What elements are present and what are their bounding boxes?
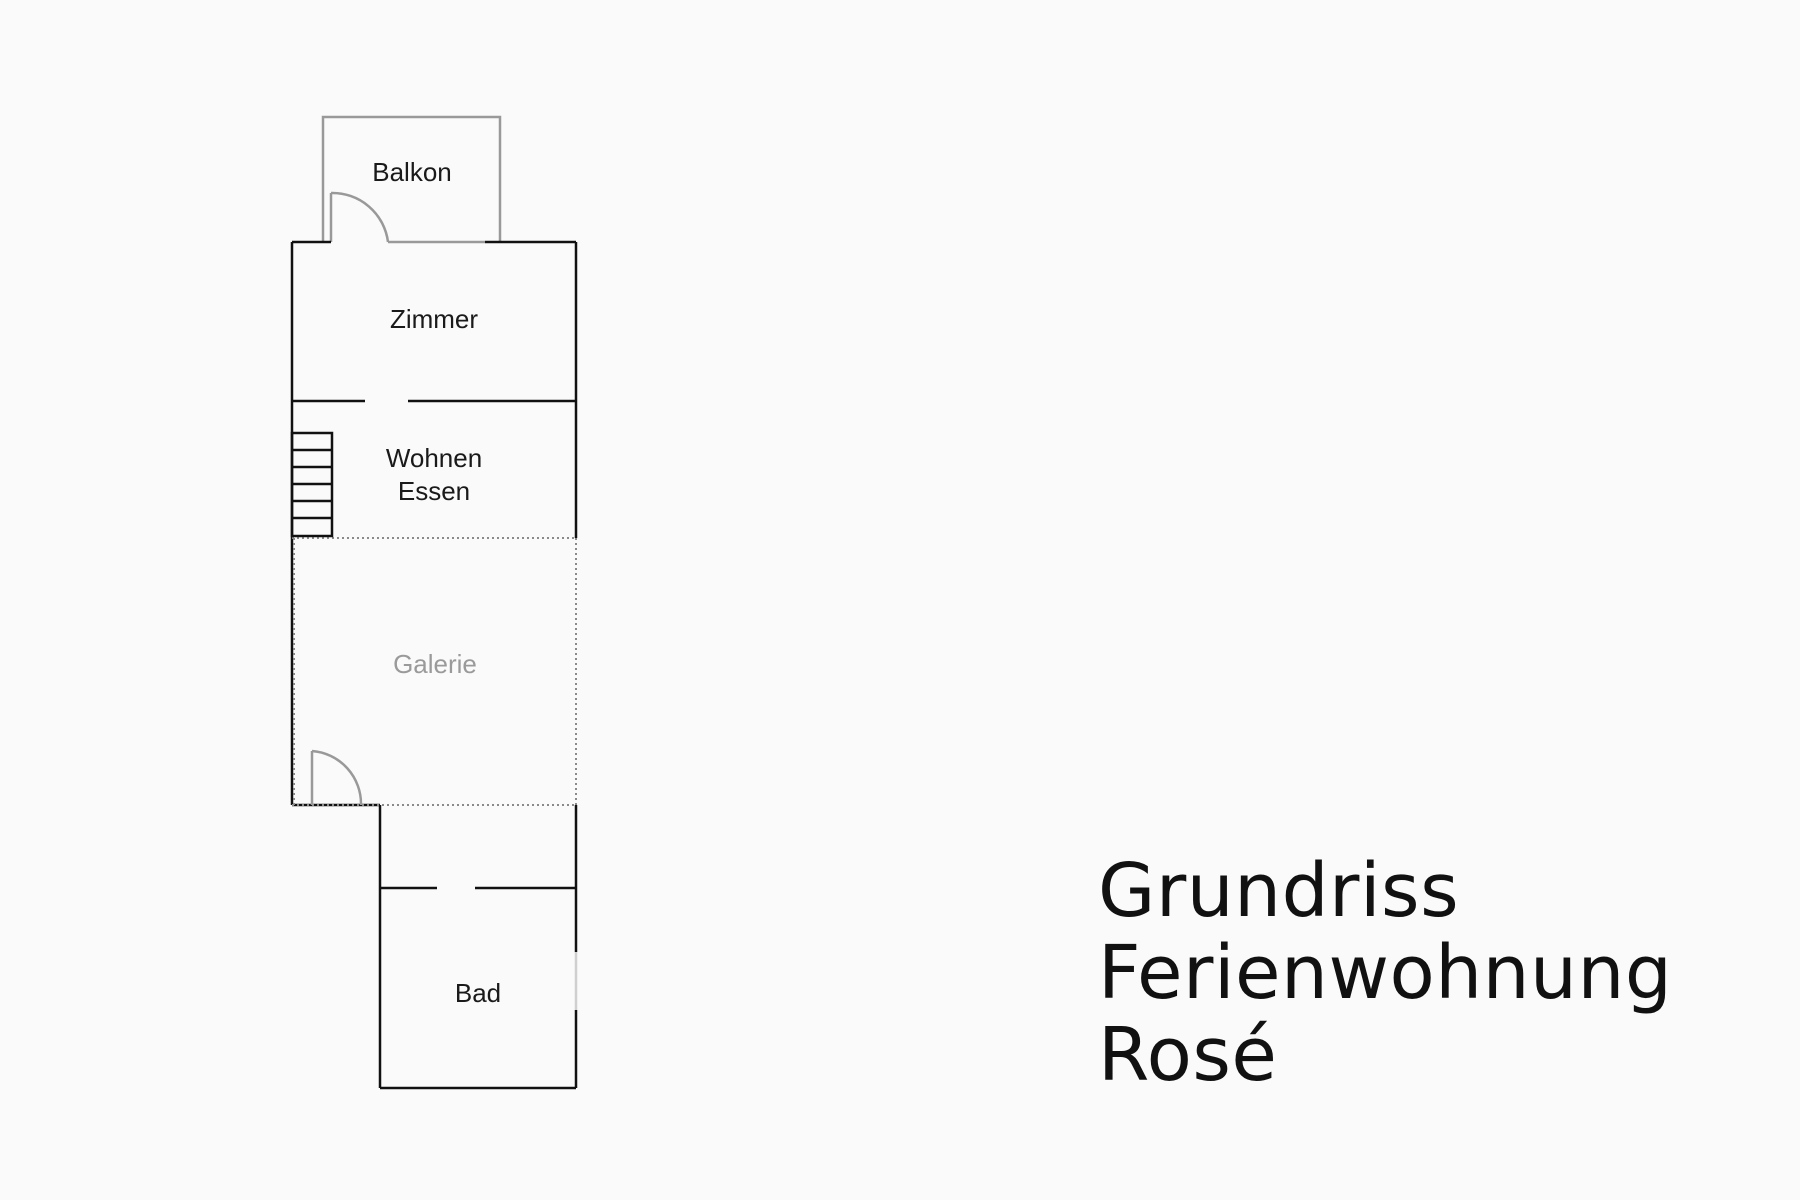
page-title: Grundriss Ferienwohnung Rosé xyxy=(1098,850,1778,1096)
title-line-2: Ferienwohnung xyxy=(1098,930,1673,1016)
room-label-wohnen: Wohnen xyxy=(386,443,482,473)
balcony-door-icon xyxy=(329,191,390,243)
gallery-door-icon xyxy=(310,749,363,806)
gallery-outline xyxy=(292,537,577,806)
title-line-1: Grundriss xyxy=(1098,848,1460,934)
room-label-balkon: Balkon xyxy=(372,157,452,187)
room-label-zimmer: Zimmer xyxy=(390,304,478,334)
room-label-essen: Essen xyxy=(398,476,470,506)
room-label-bad: Bad xyxy=(455,978,501,1008)
balcony-outline xyxy=(321,115,502,244)
title-line-3: Rosé xyxy=(1098,1012,1278,1098)
room-label-galerie: Galerie xyxy=(393,649,477,679)
stairs-icon xyxy=(290,431,334,538)
